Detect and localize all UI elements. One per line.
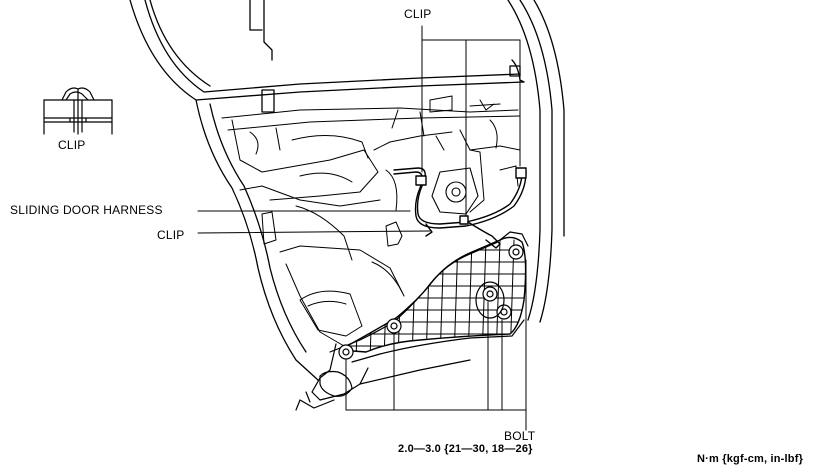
bolt-label: BOLT	[504, 429, 536, 443]
torque-units: N·m {kgf-cm, in-lbf}	[697, 453, 804, 465]
clip-mid-label: CLIP	[157, 228, 185, 242]
clip-detail-label: CLIP	[58, 138, 86, 152]
harness-label: SLIDING DOOR HARNESS	[10, 203, 163, 217]
speaker-mount	[431, 167, 479, 215]
sliding-door-harness	[393, 167, 527, 249]
inner-panel	[221, 95, 521, 347]
lower-bracket	[295, 343, 471, 411]
clip-top-label: CLIP	[404, 7, 432, 21]
leader-lines	[197, 25, 527, 431]
bolt-markers	[338, 244, 524, 360]
clip-detail-icon	[43, 87, 113, 135]
door-frame	[129, 0, 565, 381]
torque-spec: 2.0—3.0 {21—30, 18—26}	[398, 443, 533, 455]
